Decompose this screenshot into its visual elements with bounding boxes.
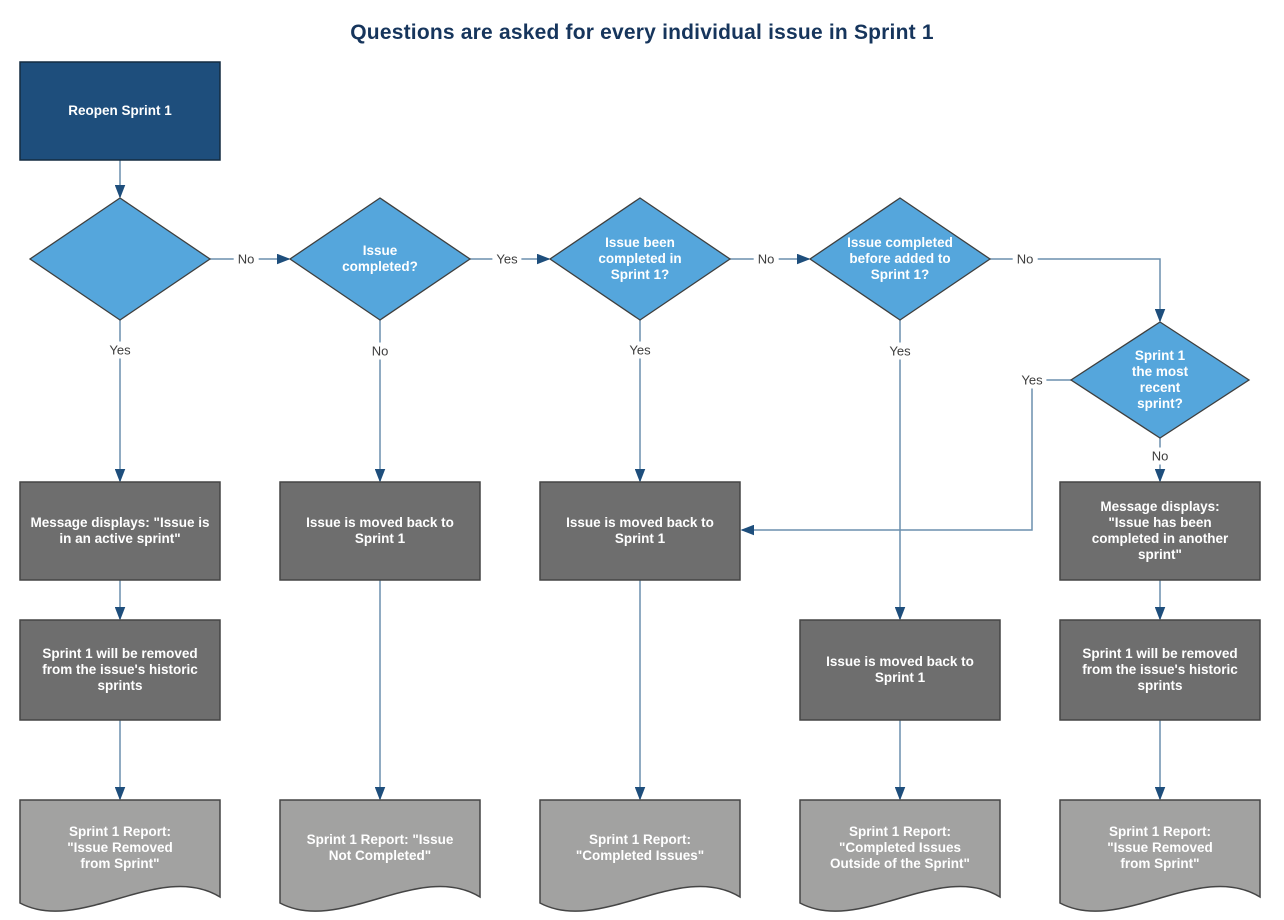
edge-d5-yes-to-b3 bbox=[740, 379, 1071, 536]
decision-shape-4-completed-before-added bbox=[808, 197, 992, 321]
edge-label-d4-no: No bbox=[1012, 250, 1038, 268]
decision-shape-2-issue-completed bbox=[288, 197, 472, 321]
document-shape-doc3 bbox=[539, 799, 741, 912]
document-shape-doc2 bbox=[279, 799, 481, 912]
process-shape-b3 bbox=[539, 481, 741, 581]
decision-shape-3-completed-in-sprint1 bbox=[548, 197, 732, 321]
process-shape-b1 bbox=[19, 481, 221, 581]
edge-label-d1-no: No bbox=[233, 250, 259, 268]
decision-shape-5-most-recent-sprint bbox=[1069, 321, 1251, 439]
document-shape-doc1 bbox=[19, 799, 221, 912]
document-shape-doc4 bbox=[799, 799, 1001, 912]
decision-shape-1 bbox=[28, 197, 212, 321]
process-shape-b5 bbox=[1059, 481, 1261, 581]
edge-label-d5-no: No bbox=[1147, 447, 1173, 465]
edge-label-d4-yes: Yes bbox=[885, 342, 915, 360]
document-shape-doc5 bbox=[1059, 799, 1261, 912]
process-shape-c1 bbox=[19, 619, 221, 721]
process-shape-c4 bbox=[799, 619, 1001, 721]
edge-d4-no-to-d5 bbox=[990, 258, 1166, 323]
edge-label-d2-no: No bbox=[367, 342, 393, 360]
start-shape-reopen-sprint bbox=[19, 61, 221, 161]
process-shape-b2 bbox=[279, 481, 481, 581]
edge-label-d2-yes: Yes bbox=[492, 250, 522, 268]
edge-label-d5-yes: Yes bbox=[1017, 371, 1047, 389]
edge-label-d3-no: No bbox=[753, 250, 779, 268]
edge-label-d1-yes: Yes bbox=[105, 341, 135, 359]
process-shape-c5 bbox=[1059, 619, 1261, 721]
edge-label-d3-yes: Yes bbox=[625, 341, 655, 359]
diagram-title: Questions are asked for every individual… bbox=[350, 21, 934, 44]
